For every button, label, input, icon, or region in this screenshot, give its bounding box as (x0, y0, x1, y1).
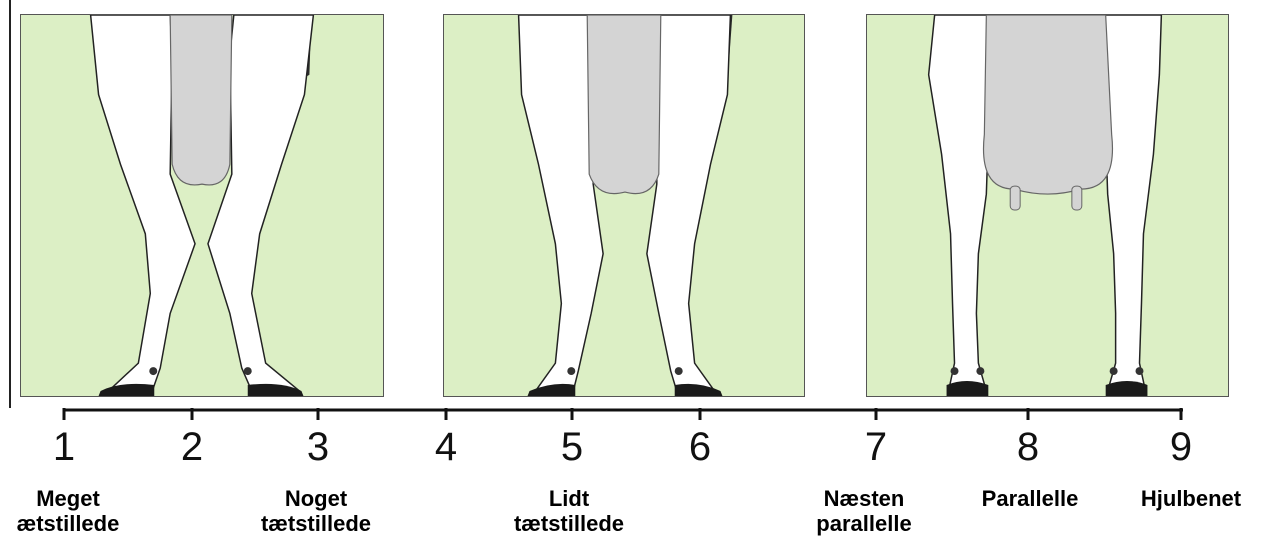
cow-illustration-1 (21, 15, 383, 396)
scale-number-5: 5 (561, 425, 583, 469)
cow-illustration-3 (867, 15, 1228, 396)
scale-number-7: 7 (865, 425, 887, 469)
label-bow-legged: Hjulbenet (1141, 486, 1241, 511)
label-very-close: Meget ætstillede (17, 486, 120, 536)
cow-rear-view-parallel (866, 14, 1229, 397)
scale-number-4: 4 (435, 425, 457, 469)
label-slightly-close-line1: Lidt (514, 486, 624, 511)
label-nearly-parallel-line2: parallelle (816, 511, 911, 536)
label-somewhat-close: Noget tætstillede (261, 486, 371, 536)
cow-rear-view-very-close (20, 14, 384, 397)
scale-number-9: 9 (1170, 425, 1192, 469)
label-nearly-parallel-line1: Næsten (816, 486, 911, 511)
cow-illustration-2 (444, 15, 804, 396)
label-parallel: Parallelle (982, 486, 1079, 511)
scale-number-1: 1 (53, 425, 75, 469)
scale-number-6: 6 (689, 425, 711, 469)
scale-number-2: 2 (181, 425, 203, 469)
scale-number-3: 3 (307, 425, 329, 469)
scale-number-8: 8 (1017, 425, 1039, 469)
label-somewhat-close-line1: Noget (261, 486, 371, 511)
label-slightly-close: Lidt tætstillede (514, 486, 624, 536)
label-somewhat-close-line2: tætstillede (261, 511, 371, 536)
label-nearly-parallel: Næsten parallelle (816, 486, 911, 536)
left-margin-line (9, 0, 11, 408)
label-slightly-close-line2: tætstillede (514, 511, 624, 536)
label-very-close-line2: ætstillede (17, 511, 120, 536)
label-very-close-line1: Meget (17, 486, 120, 511)
cow-rear-view-slightly-close (443, 14, 805, 397)
